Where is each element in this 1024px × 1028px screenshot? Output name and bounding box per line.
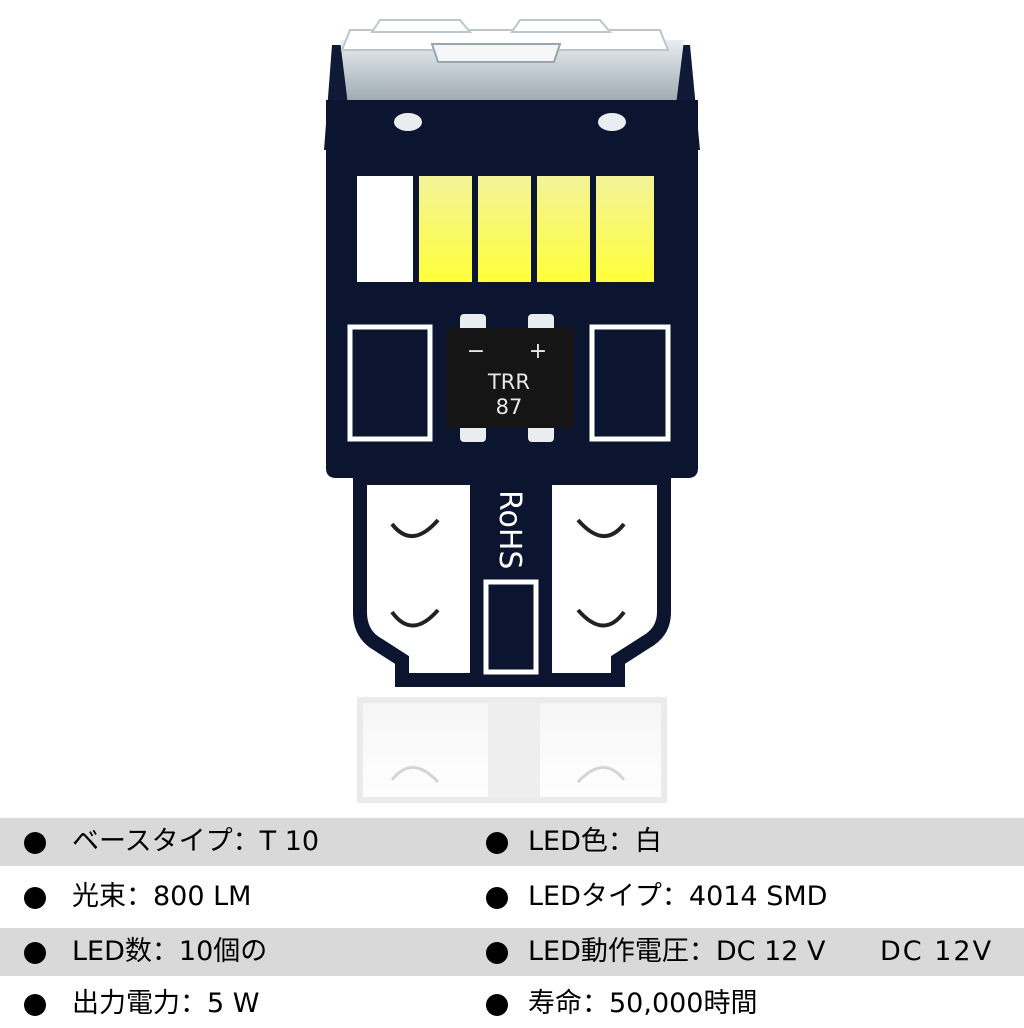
bullet-icon: [24, 887, 46, 909]
bullet-icon: [486, 942, 508, 964]
chip-minus-label: −: [467, 339, 485, 364]
spec-row: 出力電力：5 W 寿命：50,000時間: [0, 980, 1024, 1028]
voltage-overflow-text: DC 12V: [880, 936, 994, 967]
bullet-icon: [24, 994, 46, 1016]
spec-row: 光束：800 LM LEDタイプ：4014 SMD: [0, 873, 1024, 921]
bullet-icon: [486, 832, 508, 854]
chip-plus-label: +: [529, 339, 547, 364]
bullet-icon: [486, 887, 508, 909]
wedge-base: RoHS: [353, 471, 671, 687]
bullet-icon: [486, 994, 508, 1016]
spec-led-type: LEDタイプ：4014 SMD: [528, 881, 828, 912]
solder-pad: [598, 113, 626, 131]
rohs-label: RoHS: [492, 490, 527, 569]
side-pad-right: [589, 324, 671, 442]
spec-luminous-flux: 光束：800 LM: [72, 881, 252, 912]
bullet-icon: [24, 942, 46, 964]
spec-base-type: ベースタイプ：T 10: [72, 826, 320, 857]
spec-operating-voltage: LED動作電圧：DC 12 V: [528, 936, 826, 967]
solder-pad: [394, 113, 422, 131]
rectifier-chip: − + TRR 87: [446, 314, 574, 442]
spec-row: ベースタイプ：T 10 LED色：白: [0, 818, 1024, 866]
chip-number-label: 87: [496, 395, 523, 419]
side-pad-left: [347, 324, 433, 442]
spec-led-count: LED数：10個の: [72, 936, 268, 967]
spec-output-power: 出力電力：5 W: [72, 988, 260, 1019]
spec-led-color: LED色：白: [528, 826, 662, 857]
bullet-icon: [24, 832, 46, 854]
spec-lifespan: 寿命：50,000時間: [528, 988, 758, 1019]
chip-model-label: TRR: [487, 370, 530, 394]
spec-row: LED数：10個の LED動作電圧：DC 12 V DC 12V: [0, 928, 1024, 976]
bulb-reflection: [357, 697, 667, 803]
led-chip-row: [357, 176, 654, 282]
led-bulb-illustration: − + TRR 87 RoHS: [324, 19, 700, 803]
